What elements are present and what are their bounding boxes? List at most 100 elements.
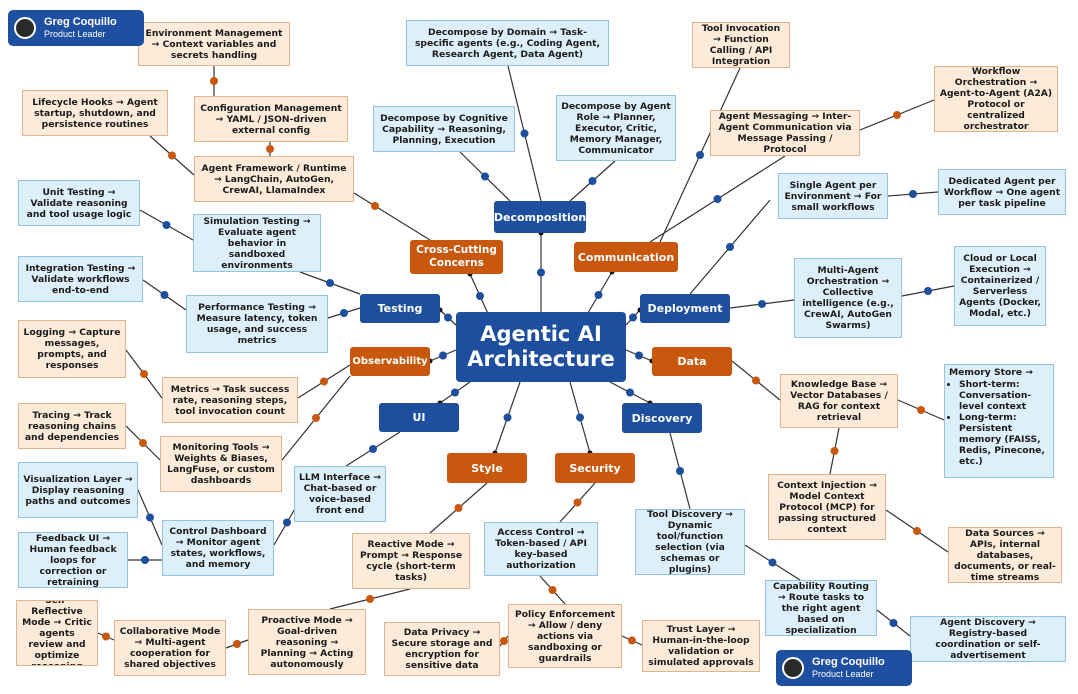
hub-data-dot [635, 351, 643, 360]
hub-communication-dot [594, 291, 603, 299]
node-multi-agent: Multi-Agent Orchestration → Collective i… [794, 258, 902, 338]
data-knowledge-dot [752, 376, 760, 385]
reactive-proactive-dot [366, 595, 374, 603]
author-name: Greg Coquillo [44, 16, 117, 28]
node-self-reflective: Self-Reflective Mode → Critic agents rev… [16, 600, 98, 666]
tool-capability-dot [768, 558, 777, 567]
metrics-logging-dot [140, 370, 148, 378]
node-single-agent: Single Agent per Environment → For small… [778, 173, 888, 219]
access-policy-dot [548, 586, 557, 594]
hub-deployment-dot [629, 313, 637, 322]
category-cross-cutting: Cross-Cutting Concerns [410, 240, 503, 274]
category-communication: Communication [574, 242, 678, 272]
node-unit-testing: Unit Testing → Validate reasoning and to… [18, 180, 140, 226]
node-agent-framework: Agent Framework / Runtime → LangChain, A… [194, 156, 354, 202]
hub-observability-dot [439, 351, 447, 360]
node-cloud-local: Cloud or Local Execution → Containerized… [954, 246, 1046, 326]
obs-monitoring-dot [312, 414, 320, 422]
node-proactive-mode: Proactive Mode → Goal-driven reasoning →… [248, 609, 366, 675]
node-data-privacy: Data Privacy → Secure storage and encryp… [384, 622, 500, 676]
node-llm-interface: LLM Interface → Chat-based or voice-base… [294, 466, 386, 522]
testing-simulation-dot [326, 279, 334, 287]
style-reactive-dot [454, 504, 463, 512]
category-ui: UI [379, 403, 459, 432]
node-decompose-by-cognitive: Decompose by Cognitive Capability → Reas… [373, 106, 515, 152]
category-security: Security [555, 453, 635, 483]
node-reactive-mode: Reactive Mode → Prompt → Response cycle … [352, 533, 470, 589]
security-access-dot [573, 498, 582, 507]
category-data: Data [652, 347, 732, 376]
discovery-tool-dot [676, 467, 684, 475]
category-deployment: Deployment [640, 294, 730, 323]
node-capability-routing: Capability Routing → Route tasks to the … [765, 580, 877, 636]
category-discovery: Discovery [622, 403, 702, 433]
author-badge-bottom: Greg Coquillo Product Leader [776, 650, 912, 686]
performance-integration-dot [160, 291, 169, 299]
hub-ui-dot [451, 388, 459, 397]
node-tool-discovery: Tool Discovery → Dynamic tool/function s… [635, 509, 745, 575]
capability-agentdiscovery-dot [889, 619, 898, 627]
config-env-dot [210, 77, 218, 85]
knowledge-context-dot [830, 447, 839, 455]
decomp-domain-dot [520, 129, 529, 138]
knowledge-memory-dot [917, 406, 925, 414]
node-decompose-by-domain: Decompose by Domain → Task-specific agen… [406, 20, 609, 66]
node-environment-management: Environment Management → Context variabl… [138, 22, 290, 66]
llm-control-dot [283, 518, 291, 527]
node-control-dashboard: Control Dashboard → Monitor agent states… [162, 520, 274, 576]
decomp-cognitive-dot [481, 172, 489, 181]
node-knowledge-base: Knowledge Base → Vector Databases / RAG … [780, 374, 898, 428]
node-performance-testing: Performance Testing → Measure latency, t… [186, 295, 328, 353]
deploy-single-dot [726, 243, 734, 251]
node-context-injection: Context Injection → Model Context Protoc… [768, 474, 886, 540]
collaborative-selfreflective-dot [102, 632, 110, 641]
node-agent-messaging: Agent Messaging → Inter-Agent Communicat… [710, 110, 860, 156]
node-visualization-layer: Visualization Layer → Display reasoning … [18, 462, 138, 518]
simulation-unit-dot [162, 221, 171, 229]
policy-trust-dot [628, 636, 636, 645]
memory-short-term: Short-term: Conversation-level context [959, 379, 1049, 412]
node-monitoring-tools: Monitoring Tools → Weights & Biases, Lan… [160, 436, 282, 492]
hub-decomposition-dot [537, 268, 545, 277]
control-feedback-dot [141, 556, 149, 564]
node-integration-testing: Integration Testing → Validate workflows… [18, 256, 143, 302]
ui-llm-dot [369, 445, 377, 453]
obs-metrics-dot [320, 377, 328, 386]
node-tool-invocation: Tool Invocation → Function Calling / API… [692, 22, 790, 68]
node-trust-layer: Trust Layer → Human-in-the-loop validati… [642, 620, 760, 672]
framework-lifecycle-dot [168, 151, 176, 160]
framework-config-dot [266, 145, 274, 153]
deploy-multi-dot [758, 300, 766, 308]
node-data-sources: Data Sources → APIs, internal databases,… [948, 527, 1062, 583]
author-avatar [782, 657, 804, 679]
control-visualization-dot [146, 513, 154, 522]
node-simulation-testing: Simulation Testing → Evaluate agent beha… [193, 214, 321, 272]
hub-security-dot [576, 413, 584, 422]
category-observability: Observability [350, 347, 430, 376]
node-access-control: Access Control → Token-based / API key-b… [484, 522, 598, 576]
comm-tool-dot [696, 151, 704, 159]
messaging-workflow-dot [893, 111, 901, 119]
hub-crosscutting-dot [476, 292, 484, 300]
monitoring-tracing-dot [139, 439, 147, 447]
category-decomposition: Decomposition [494, 201, 586, 233]
node-agent-discovery: Agent Discovery → Registry-based coordin… [910, 616, 1066, 662]
memory-store-list: Short-term: Conversation-level context L… [949, 379, 1049, 467]
cross-framework-dot [371, 202, 379, 210]
comm-messaging-dot [713, 195, 722, 203]
testing-performance-dot [340, 309, 348, 317]
node-configuration-management: Configuration Management → YAML / JSON-d… [194, 96, 348, 142]
hub-title: Agentic AI Architecture [456, 312, 626, 382]
node-metrics: Metrics → Task success rate, reasoning s… [162, 377, 298, 423]
author-role: Product Leader [44, 29, 106, 39]
author-badge-top: Greg Coquillo Product Leader [8, 10, 144, 46]
author-avatar [14, 17, 36, 39]
memory-long-term: Long-term: Persistent memory (FAISS, Red… [959, 412, 1049, 467]
proactive-collaborative-dot [233, 640, 241, 648]
single-dedicated-dot [909, 190, 917, 198]
node-dedicated-agent: Dedicated Agent per Workflow → One agent… [938, 169, 1066, 215]
node-logging: Logging → Capture messages, prompts, and… [18, 320, 126, 378]
decomp-role-dot [588, 177, 597, 185]
category-style: Style [447, 453, 527, 483]
memory-store-title: Memory Store → [949, 367, 1033, 378]
